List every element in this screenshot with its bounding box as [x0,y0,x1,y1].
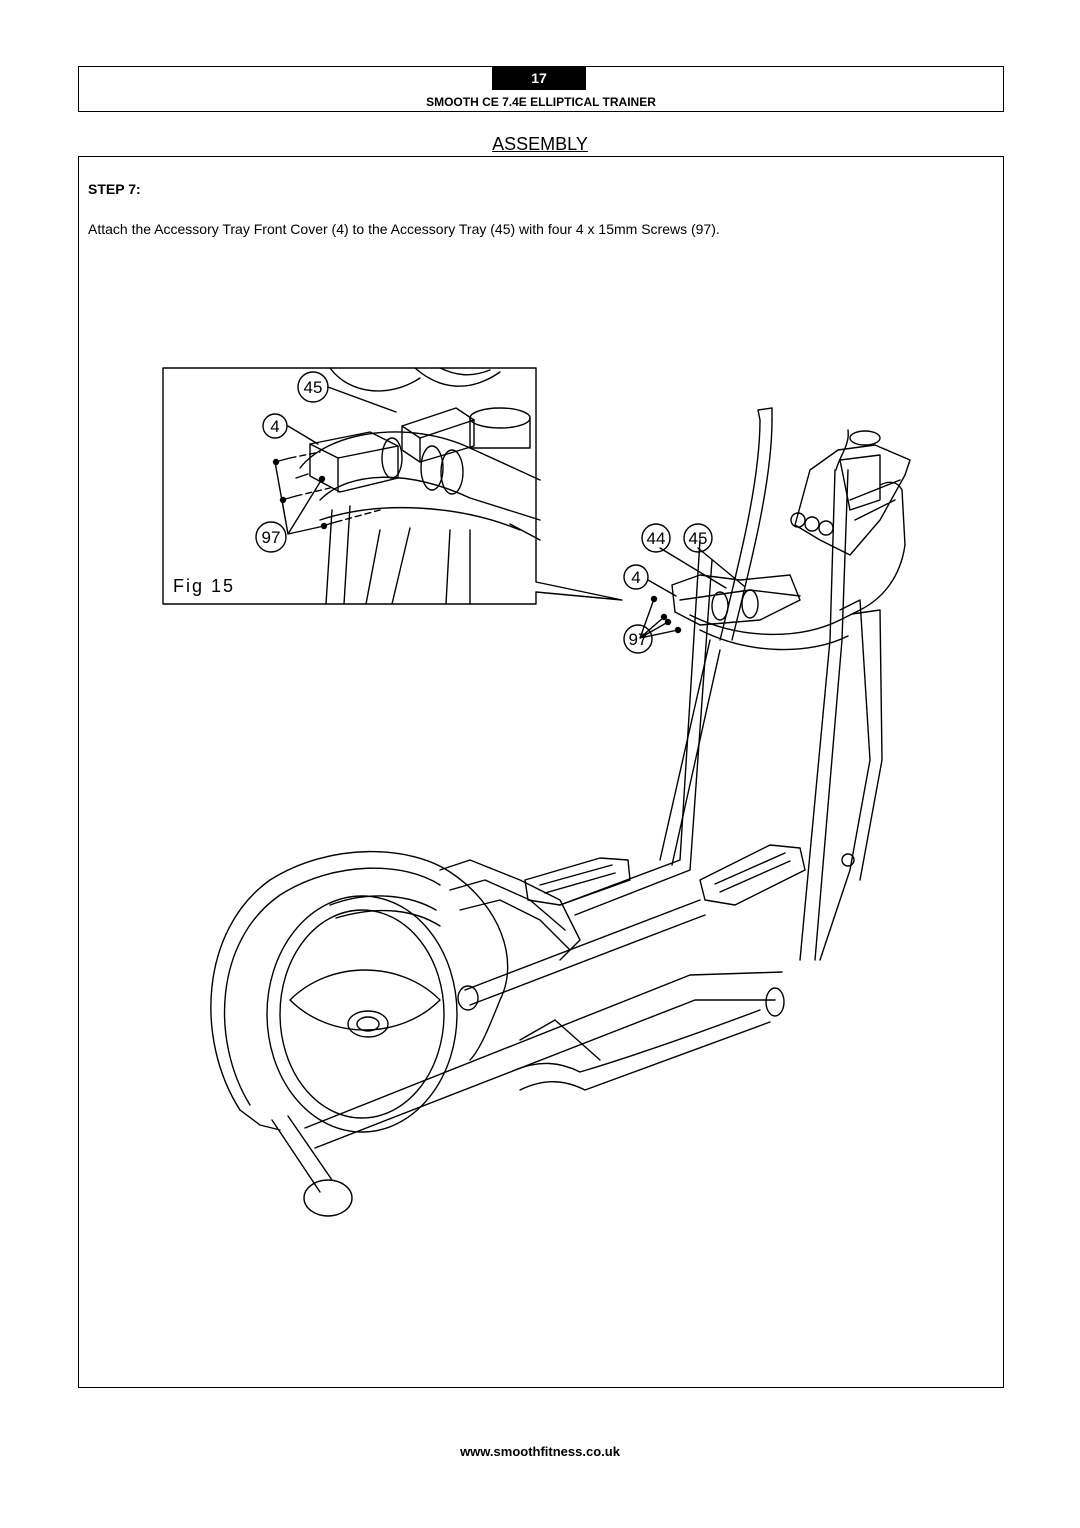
inset-callout-4: 4 [270,417,279,436]
step-instruction: Attach the Accessory Tray Front Cover (4… [88,221,720,237]
elliptical-trainer-drawing: 44 45 4 97 [210,407,911,1217]
step-label: STEP 7: [88,181,141,197]
manual-title: SMOOTH CE 7.4E ELLIPTICAL TRAINER [426,95,656,109]
footer-website: www.smoothfitness.co.uk [460,1444,620,1459]
inset-callout-97: 97 [262,528,281,547]
main-callout-44: 44 [647,529,666,548]
page-number: 17 [492,66,586,90]
inset-detail: 45 4 97 Fig 15 [162,367,623,605]
main-callout-4: 4 [631,568,640,587]
main-callout-45: 45 [689,529,708,548]
step-frame [78,156,1004,1388]
inset-callout-45: 45 [304,378,323,397]
main-callout-97: 97 [629,630,648,649]
section-title: ASSEMBLY [492,134,588,154]
figure-caption: Fig 15 [173,576,235,596]
